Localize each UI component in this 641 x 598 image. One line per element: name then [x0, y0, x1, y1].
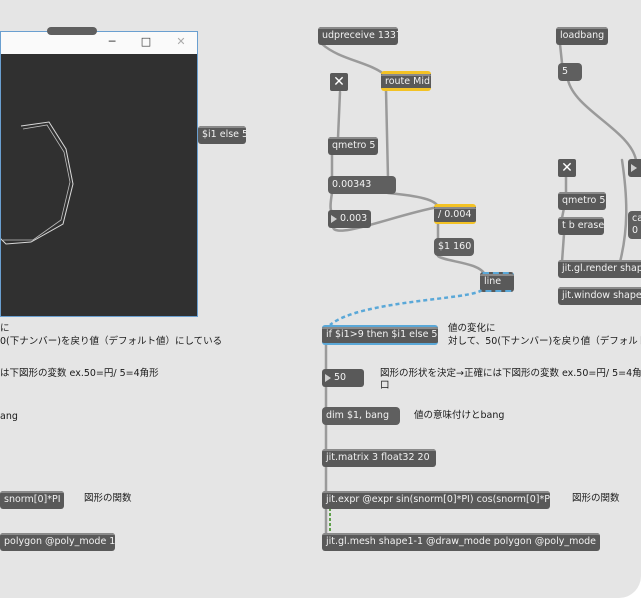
close-icon[interactable]: ✕ — [176, 35, 186, 48]
loadbang-object[interactable]: loadbang — [556, 27, 608, 45]
left-partial-object[interactable] — [47, 27, 97, 35]
message-160[interactable]: $1 160 — [434, 238, 474, 256]
if-object[interactable]: if $i1>9 then $i1 else 50 — [322, 325, 438, 345]
render-window[interactable]: ─ □ ✕ — [0, 31, 198, 317]
window-titlebar[interactable]: ─ □ ✕ — [1, 32, 197, 54]
gl-render-output — [1, 54, 197, 316]
message-5[interactable]: 5 — [558, 63, 582, 81]
number-box-0003[interactable]: 0.003 — [328, 210, 371, 228]
comment-shape-1: 図形の形状を決定→正確には下図形の変数 ex.50=円/ 5=4角形 — [380, 368, 641, 379]
partial-number-box[interactable] — [628, 159, 641, 177]
maximize-icon[interactable]: □ — [140, 35, 152, 48]
t-erase-object[interactable]: t b erase — [558, 217, 604, 235]
left-comment-func: 図形の関数 — [84, 493, 132, 504]
left-mesh-object[interactable]: polygon @poly_mode 1 1 — [0, 533, 115, 551]
qmetro-object-2[interactable]: qmetro 5 — [558, 192, 606, 210]
jit-gl-mesh-object[interactable]: jit.gl.mesh shape1-1 @draw_mode polygon … — [322, 533, 600, 551]
comment-change-1: 値の変化に — [448, 323, 496, 334]
left-if-object[interactable]: $i1 else 5 — [198, 126, 246, 144]
left-comment-bang: ang — [0, 411, 18, 422]
left-comment-change-1: に — [0, 323, 10, 334]
udpreceive-object[interactable]: udpreceive 1337 — [318, 27, 398, 45]
left-comment-shape: は下図形の変数 ex.50=円/ 5=4角形 — [0, 368, 159, 379]
jit-gl-render-object[interactable]: jit.gl.render shape1 — [558, 260, 641, 278]
toggle-button-2[interactable]: ✕ — [558, 159, 576, 177]
comment-func: 図形の関数 — [572, 493, 620, 504]
comment-meaning: 値の意味付けとbang — [414, 410, 505, 421]
comment-shape-2: 口 — [380, 380, 390, 391]
toggle-button[interactable]: ✕ — [330, 73, 348, 91]
partial-message-text: ca — [632, 213, 641, 224]
divide-object[interactable]: / 0.004 — [434, 204, 476, 224]
partial-message-zero: 0 — [632, 225, 639, 236]
qmetro-object[interactable]: qmetro 5 — [328, 137, 378, 155]
dim-message[interactable]: dim $1, bang — [322, 407, 400, 425]
float-message[interactable]: 0.00343 — [328, 176, 396, 194]
jit-window-object[interactable]: jit.window shape1 — [558, 287, 641, 305]
line-object[interactable]: line — [480, 272, 514, 292]
number-box-50[interactable]: 50 — [322, 369, 364, 387]
jit-expr-object[interactable]: jit.expr @expr sin(snorm[0]*PI) cos(snor… — [322, 491, 550, 509]
left-expr-object[interactable]: snorm[0]*PI 0. — [0, 491, 64, 509]
comment-change-2: 対して、50(下ナンバー)を戻り値（デフォルト値）にしている — [448, 336, 641, 347]
minimize-icon[interactable]: ─ — [108, 35, 116, 48]
jit-matrix-object[interactable]: jit.matrix 3 float32 20 — [322, 449, 436, 467]
left-comment-change-2: 0(下ナンバー)を戻り値（デフォルト値）にしている — [0, 336, 223, 347]
route-object[interactable]: route Mid — [381, 71, 431, 91]
